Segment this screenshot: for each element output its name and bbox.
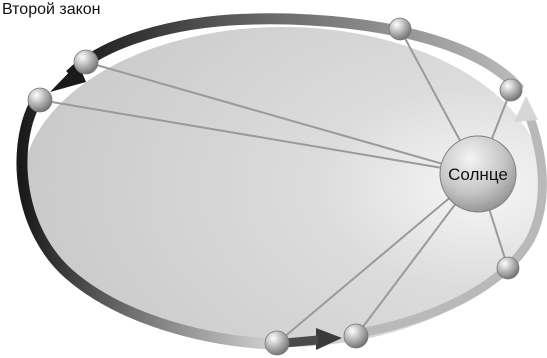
diagram-title: Второй закон [2, 1, 101, 19]
planet-icon [344, 324, 368, 348]
planet-icon [389, 18, 411, 40]
sun-label: Солнце [448, 165, 508, 184]
arrowhead-right [514, 96, 538, 122]
planet-icon [265, 331, 289, 355]
planet-icon [74, 50, 98, 74]
orbit-arrow-bottom-short [285, 340, 318, 343]
planet-icon [28, 88, 52, 112]
planet-icon [497, 257, 519, 279]
planet-icon [500, 79, 522, 101]
